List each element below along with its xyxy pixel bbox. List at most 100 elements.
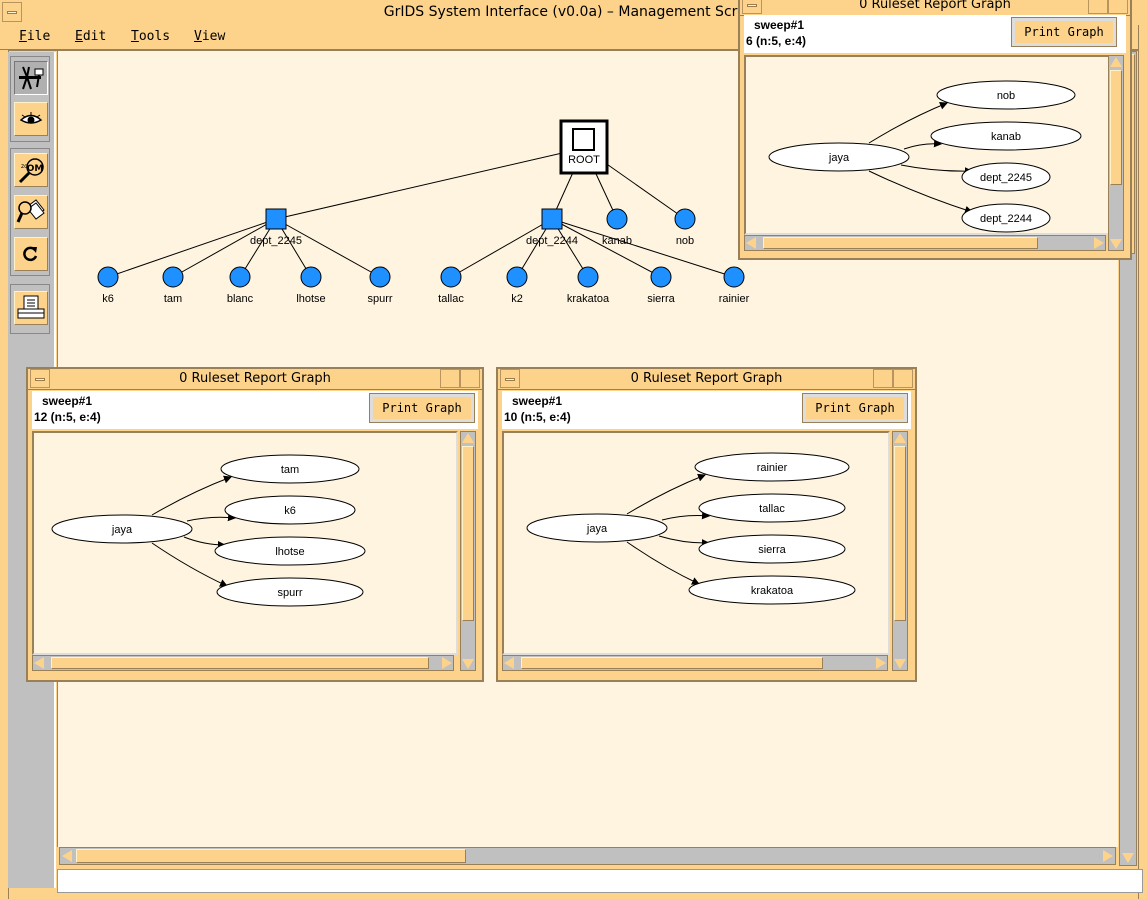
scroll-right-arrow[interactable] [442, 657, 452, 669]
report-window-1-minimize-button[interactable] [1088, 0, 1108, 14]
tool-group-view: OM zo [10, 148, 50, 276]
print-graph-button[interactable]: Print Graph [1011, 17, 1117, 47]
scroll-left-arrow[interactable] [504, 657, 514, 669]
report-window-2-hscroll[interactable] [32, 655, 454, 671]
view-tool-button[interactable] [14, 102, 48, 136]
report-window-2-menu-button[interactable] [30, 369, 50, 388]
scroll-left-arrow[interactable] [62, 850, 72, 862]
target-node[interactable] [961, 162, 1051, 192]
scroll-right-arrow[interactable] [1094, 237, 1104, 249]
menu-edit[interactable]: Edit [75, 29, 106, 44]
target-node[interactable] [214, 536, 366, 566]
scroll-down-arrow[interactable] [462, 659, 474, 669]
scroll-down-arrow[interactable] [894, 659, 906, 669]
report-window-1-hscroll[interactable] [744, 235, 1106, 251]
report-window-3-maximize-button[interactable] [893, 369, 913, 388]
scroll-left-arrow[interactable] [34, 657, 44, 669]
print-graph-button[interactable]: Print Graph [802, 393, 908, 423]
menu-file[interactable]: File [19, 29, 50, 44]
target-node[interactable] [220, 454, 360, 484]
menu-view[interactable]: View [194, 29, 225, 44]
hscroll-thumb[interactable] [763, 237, 1038, 249]
target-node[interactable] [930, 121, 1082, 151]
target-node[interactable] [936, 80, 1076, 110]
host-node[interactable] [369, 266, 391, 288]
department-node[interactable] [265, 208, 287, 230]
edge-dept-host [172, 218, 277, 278]
target-node[interactable] [216, 577, 364, 607]
report-window-1-vscroll[interactable] [1108, 55, 1124, 251]
source-node[interactable] [526, 513, 668, 543]
target-node-label: lhotse [275, 546, 304, 558]
main-horizontal-scrollbar[interactable] [59, 847, 1116, 865]
report-window-3-vscroll[interactable] [892, 431, 908, 671]
graph-count-label: 12 (n:5, e:4) [34, 410, 101, 424]
source-node[interactable] [768, 142, 910, 172]
host-node[interactable] [606, 208, 628, 230]
menu-view-mnemonic: V [194, 29, 202, 44]
report-window-3-titlebar[interactable]: 0 Ruleset Report Graph [498, 369, 915, 390]
report-window-3-hscroll[interactable] [502, 655, 888, 671]
tool-group-modes [10, 56, 50, 142]
scroll-up-arrow[interactable] [462, 433, 474, 443]
department-node[interactable] [541, 208, 563, 230]
hscroll-thumb[interactable] [51, 657, 429, 669]
host-node[interactable] [300, 266, 322, 288]
report-window-1-titlebar[interactable]: 0 Ruleset Report Graph [740, 0, 1130, 16]
report-window-1-menu-button[interactable] [742, 0, 762, 14]
target-node[interactable] [688, 575, 856, 605]
scroll-left-arrow[interactable] [746, 237, 756, 249]
scroll-right-arrow[interactable] [1103, 850, 1113, 862]
target-node[interactable] [698, 534, 846, 564]
target-node[interactable] [224, 495, 356, 525]
host-node[interactable] [506, 266, 528, 288]
report-window-3-minimize-button[interactable] [873, 369, 893, 388]
host-node[interactable] [650, 266, 672, 288]
target-node[interactable] [961, 203, 1051, 233]
host-node[interactable] [440, 266, 462, 288]
host-node[interactable] [674, 208, 696, 230]
refresh-tool-button[interactable] [14, 237, 48, 271]
report-window-3[interactable]: 0 Ruleset Report Graph sweep#1 10 (n:5, … [496, 367, 917, 682]
print-graph-button[interactable]: Print Graph [369, 393, 475, 423]
report-window-2-maximize-button[interactable] [460, 369, 480, 388]
status-field[interactable] [57, 869, 1143, 893]
host-node[interactable] [162, 266, 184, 288]
host-node[interactable] [577, 266, 599, 288]
window-menu-button[interactable] [2, 2, 22, 22]
scroll-down-arrow[interactable] [1110, 239, 1122, 249]
menu-tools[interactable]: Tools [131, 29, 170, 44]
menu-tools-label: ools [138, 29, 171, 44]
vscroll-thumb[interactable] [1110, 70, 1122, 185]
target-node[interactable] [698, 493, 846, 523]
report-window-2-vscroll[interactable] [460, 431, 476, 671]
scroll-up-arrow[interactable] [894, 433, 906, 443]
report-window-1-maximize-button[interactable] [1108, 0, 1128, 14]
scroll-down-arrow[interactable] [1122, 853, 1134, 863]
report-window-2[interactable]: 0 Ruleset Report Graph sweep#1 12 (n:5, … [26, 367, 484, 682]
vscroll-thumb[interactable] [462, 446, 474, 621]
report-window-3-menu-button[interactable] [500, 369, 520, 388]
print-tool-button[interactable] [14, 291, 48, 325]
report-window-2-minimize-button[interactable] [440, 369, 460, 388]
host-node[interactable] [97, 266, 119, 288]
horizontal-scroll-thumb[interactable] [76, 849, 466, 863]
report-window-1[interactable]: 0 Ruleset Report Graph sweep#1 6 (n:5, e… [738, 0, 1132, 260]
host-node[interactable] [229, 266, 251, 288]
scroll-up-arrow[interactable] [1110, 57, 1122, 67]
hscroll-thumb[interactable] [521, 657, 823, 669]
scroll-right-arrow[interactable] [876, 657, 886, 669]
source-node[interactable] [51, 514, 193, 544]
host-node-label: nob [676, 235, 694, 247]
target-node[interactable] [694, 452, 850, 482]
inspect-tool-button[interactable] [14, 195, 48, 229]
vscroll-thumb[interactable] [894, 446, 906, 621]
report-window-2-titlebar[interactable]: 0 Ruleset Report Graph [28, 369, 482, 390]
host-node[interactable] [723, 266, 745, 288]
zoom-tool-button[interactable]: OM zo [14, 153, 48, 187]
edit-tool-button[interactable] [14, 61, 48, 95]
root-node[interactable] [572, 128, 595, 151]
